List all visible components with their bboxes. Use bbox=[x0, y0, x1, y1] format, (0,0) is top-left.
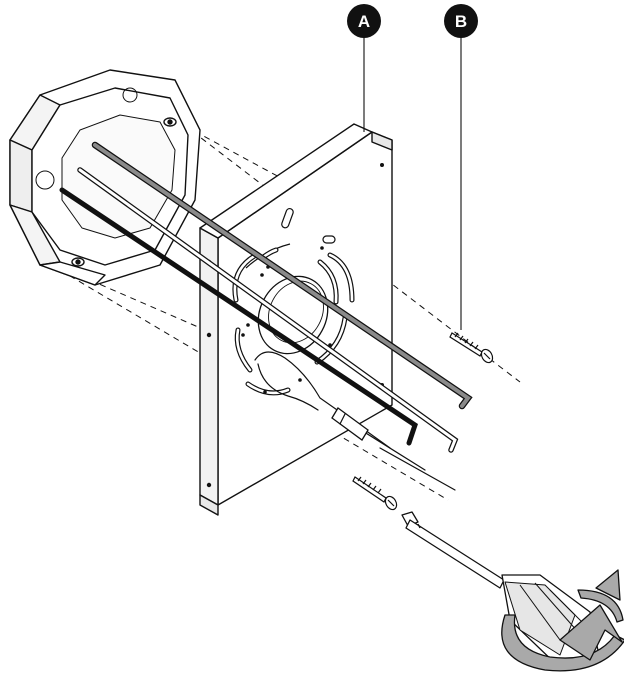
callout-a-label: A bbox=[358, 12, 370, 31]
callout-a: A bbox=[347, 4, 381, 38]
mounting-bracket-plate bbox=[199, 123, 393, 516]
callout-a-badge bbox=[347, 4, 381, 38]
slotted-ring bbox=[232, 207, 355, 396]
callout-leaders bbox=[363, 36, 462, 330]
callout-b: B bbox=[444, 4, 478, 38]
mounting-screw-b bbox=[449, 332, 494, 364]
mounting-screw-lower bbox=[352, 476, 398, 511]
rotation-arrow bbox=[501, 569, 624, 672]
callout-b-badge bbox=[444, 4, 478, 38]
ground-wire bbox=[254, 351, 456, 491]
octagon-junction-box bbox=[9, 69, 201, 286]
threaded-rods bbox=[59, 141, 473, 453]
callout-b-label: B bbox=[455, 12, 467, 31]
